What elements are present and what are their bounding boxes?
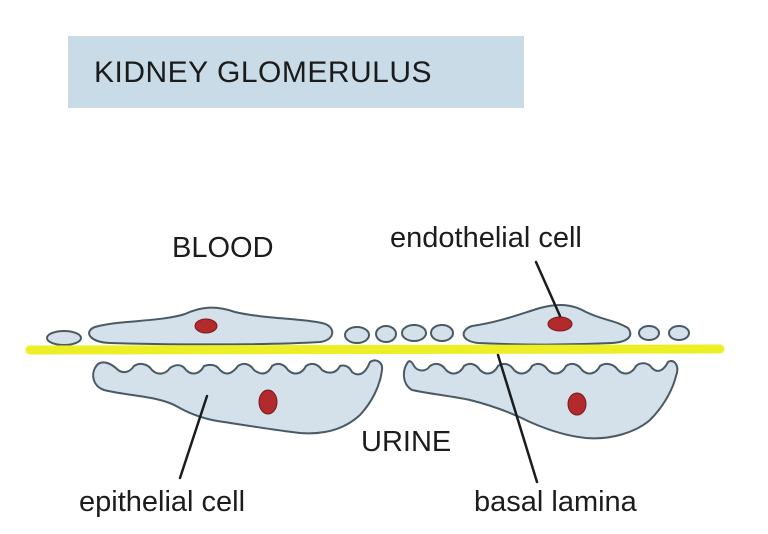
epithelial-cell-label: epithelial cell — [79, 486, 246, 518]
basal-lamina — [25, 344, 725, 355]
nucleus — [194, 318, 218, 334]
title-banner: KIDNEY GLOMERULUS — [68, 36, 524, 108]
blood-label: BLOOD — [172, 232, 274, 264]
fenestration-blob — [430, 324, 454, 342]
fenestration-blob — [46, 330, 82, 346]
endothelial-cell-label: endothelial cell — [390, 222, 582, 254]
nucleus — [258, 389, 278, 415]
urine-label: URINE — [361, 426, 452, 458]
diagram-title: KIDNEY GLOMERULUS — [94, 56, 433, 89]
epithelial-leader-line — [178, 394, 209, 480]
nucleus — [547, 316, 573, 332]
epithelial-cell-right — [402, 360, 679, 440]
fenestration-blob — [638, 325, 660, 341]
endothelial-leader-line — [534, 260, 562, 318]
basal-lamina-label: basal lamina — [474, 486, 637, 518]
basal-lamina-leader-line — [496, 353, 539, 484]
epithelial-cell-left — [92, 359, 384, 435]
fenestration-blob — [401, 324, 427, 342]
nucleus — [567, 392, 587, 416]
fenestration-blob — [668, 325, 690, 341]
endothelial-cell-right — [462, 303, 632, 346]
fenestration-blob — [344, 326, 370, 344]
fenestration-blob — [375, 325, 397, 343]
